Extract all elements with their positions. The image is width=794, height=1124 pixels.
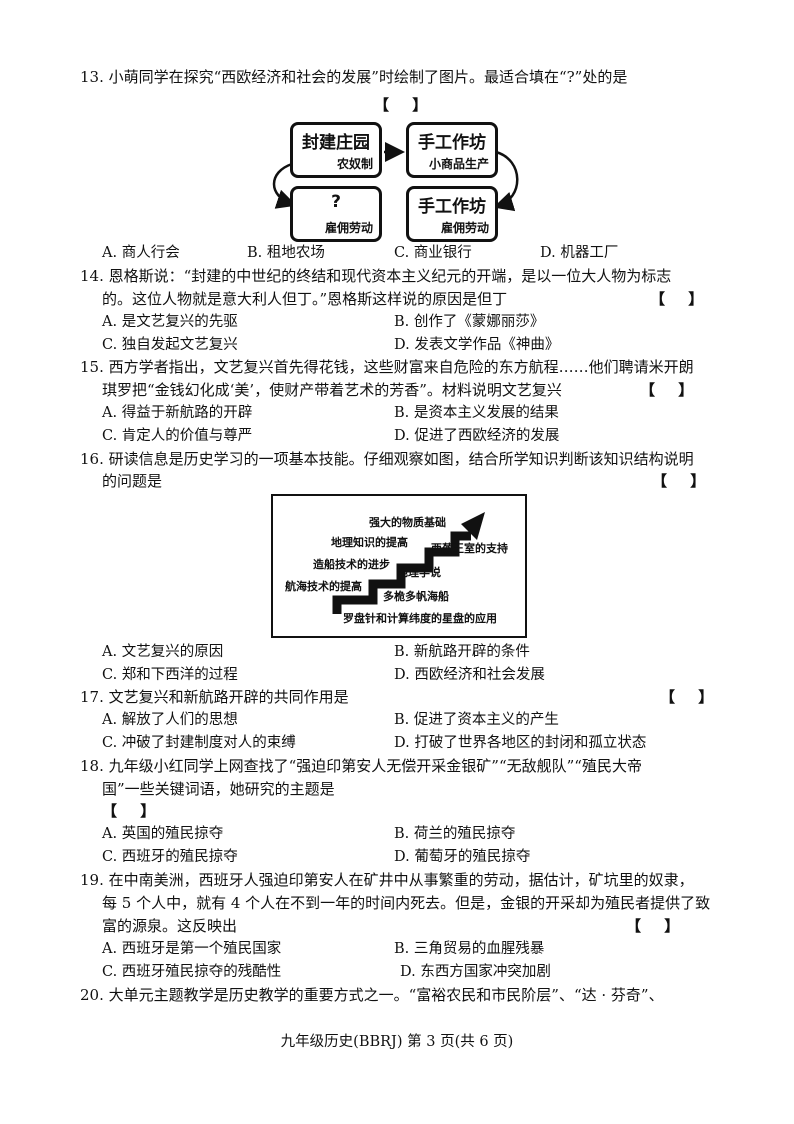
- q13-answer-bracket: 【 】: [374, 96, 429, 114]
- box-workshop-1: 手工作坊 小商品生产: [406, 122, 498, 178]
- box-feudal-manor: 封建庄园 农奴制: [290, 122, 382, 178]
- q13-option-c: C. 商业银行: [394, 245, 472, 261]
- q13-stem: 13. 小萌同学在探究“西欧经济和社会的发展”时绘制了图片。最适合填在“?”处的…: [80, 68, 628, 86]
- q18-line2: 国”一些关键词语，她研究的主题是: [102, 780, 335, 798]
- q15-option-b: B. 是资本主义发展的结果: [394, 405, 559, 421]
- page-footer: 九年级历史(BBRJ) 第 3 页(共 6 页): [280, 1034, 514, 1050]
- q17-line1: 17. 文艺复兴和新航路开辟的共同作用是: [80, 688, 349, 706]
- step-label-8: 罗盘针和计算纬度的星盘的应用: [343, 612, 497, 625]
- q15-line2: 琪罗把“金钱幻化成‘美’，使财产带着艺术的芳香”。材料说明文艺复兴: [102, 381, 562, 399]
- q13-option-d: D. 机器工厂: [540, 245, 619, 261]
- q19-line2: 每 5 个人中，就有 4 个人在不到一年的时间内死去。但是，金银的开采却为殖民者…: [102, 894, 711, 912]
- q14-option-c: C. 独自发起文艺复兴: [102, 337, 238, 353]
- q14-line2: 的。这位人物就是意大利人但丁。”恩格斯这样说的原因是但丁: [102, 290, 508, 308]
- q19-answer-bracket: 【 】: [626, 917, 681, 935]
- q15-answer-bracket: 【 】: [640, 381, 695, 399]
- q13-figure: 封建庄园 农奴制 手工作坊 小商品生产 ? 雇佣劳动 手工作坊 雇佣劳动: [262, 112, 532, 246]
- q18-option-a: A. 英国的殖民掠夺: [102, 826, 224, 842]
- q17-option-c: C. 冲破了封建制度对人的束缚: [102, 735, 296, 751]
- q13-option-b: B. 租地农场: [247, 245, 325, 261]
- box-unknown: ? 雇佣劳动: [290, 186, 382, 242]
- q16-answer-bracket: 【 】: [652, 472, 707, 490]
- q13-option-a: A. 商人行会: [102, 245, 180, 261]
- step-label-4: 造船技术的进步: [313, 558, 390, 571]
- q19-option-a: A. 西班牙是第一个殖民国家: [102, 941, 282, 957]
- q17-answer-bracket: 【 】: [660, 688, 715, 706]
- q16-line2: 的问题是: [102, 472, 163, 490]
- q18-option-d: D. 葡萄牙的殖民掠夺: [394, 849, 531, 865]
- q16-option-d: D. 西欧经济和社会发展: [394, 667, 545, 683]
- q19-line3: 富的源泉。这反映出: [102, 917, 238, 935]
- step-label-6: 航海技术的提高: [285, 580, 362, 593]
- box3-title: ?: [331, 192, 341, 212]
- q13-arrows: [272, 142, 519, 212]
- q16-option-b: B. 新航路开辟的条件: [394, 644, 530, 660]
- step-label-3: 西葡王室的支持: [431, 542, 508, 555]
- q14-option-b: B. 创作了《蒙娜丽莎》: [394, 314, 545, 330]
- q17-option-b: B. 促进了资本主义的产生: [394, 712, 559, 728]
- q18-line1: 18. 九年级小红同学上网查找了“强迫印第安人无偿开采金银矿”“无敌舰队”“殖民…: [80, 757, 642, 775]
- box4-sub: 雇佣劳动: [440, 221, 489, 235]
- q14-line1: 14. 恩格斯说：“封建的中世纪的终结和现代资本主义纪元的开端，是以一位大人物为…: [80, 267, 672, 285]
- q19-option-b: B. 三角贸易的血腥残暴: [394, 941, 545, 957]
- step-label-5: 地理学说: [397, 566, 441, 579]
- q19-option-c: C. 西班牙殖民掠夺的残酷性: [102, 964, 282, 980]
- box4-title: 手工作坊: [418, 197, 486, 217]
- box1-sub: 农奴制: [336, 157, 373, 171]
- q15-option-a: A. 得益于新航路的开辟: [102, 405, 253, 421]
- step-label-1: 强大的物质基础: [369, 516, 446, 529]
- q14-option-d: D. 发表文学作品《神曲》: [394, 337, 560, 353]
- q16-line1: 16. 研读信息是历史学习的一项基本技能。仔细观察如图，结合所学知识判断该知识结…: [80, 450, 694, 468]
- q18-option-c: C. 西班牙的殖民掠夺: [102, 849, 238, 865]
- box1-title: 封建庄园: [302, 133, 370, 153]
- q17-option-a: A. 解放了人们的思想: [102, 712, 238, 728]
- box2-title: 手工作坊: [418, 133, 486, 153]
- q18-option-b: B. 荷兰的殖民掠夺: [394, 826, 516, 842]
- q16-option-c: C. 郑和下西洋的过程: [102, 667, 238, 683]
- box2-sub: 小商品生产: [428, 157, 489, 171]
- q15-option-c: C. 肯定人的价值与尊严: [102, 428, 253, 444]
- box3-sub: 雇佣劳动: [324, 221, 373, 235]
- step-label-7: 多桅多帆海船: [383, 590, 449, 603]
- q15-line1: 15. 西方学者指出，文艺复兴首先得花钱，这些财富来自危险的东方航程……他们聘请…: [80, 358, 694, 376]
- q15-option-d: D. 促进了西欧经济的发展: [394, 428, 560, 444]
- staircase-arrow: [332, 512, 485, 614]
- q19-line1: 19. 在中南美洲，西班牙人强迫印第安人在矿井中从事繁重的劳动，据估计，矿坑里的…: [80, 871, 694, 889]
- q16-option-a: A. 文艺复兴的原因: [102, 644, 224, 660]
- q14-option-a: A. 是文艺复兴的先驱: [102, 314, 238, 330]
- q18-answer-bracket: 【 】: [102, 802, 157, 820]
- q16-staircase-figure: 强大的物质基础 地理知识的提高 西葡王室的支持 造船技术的进步 地理学说 航海技…: [271, 494, 527, 638]
- q14-answer-bracket: 【 】: [650, 290, 705, 308]
- step-label-2: 地理知识的提高: [331, 536, 408, 549]
- q17-option-d: D. 打破了世界各地区的封闭和孤立状态: [394, 735, 647, 751]
- q19-option-d: D. 东西方国家冲突加剧: [400, 964, 551, 980]
- q20-line1: 20. 大单元主题教学是历史教学的重要方式之一。“富裕农民和市民阶层”、“达 ·…: [80, 986, 664, 1004]
- box-workshop-2: 手工作坊 雇佣劳动: [406, 186, 498, 242]
